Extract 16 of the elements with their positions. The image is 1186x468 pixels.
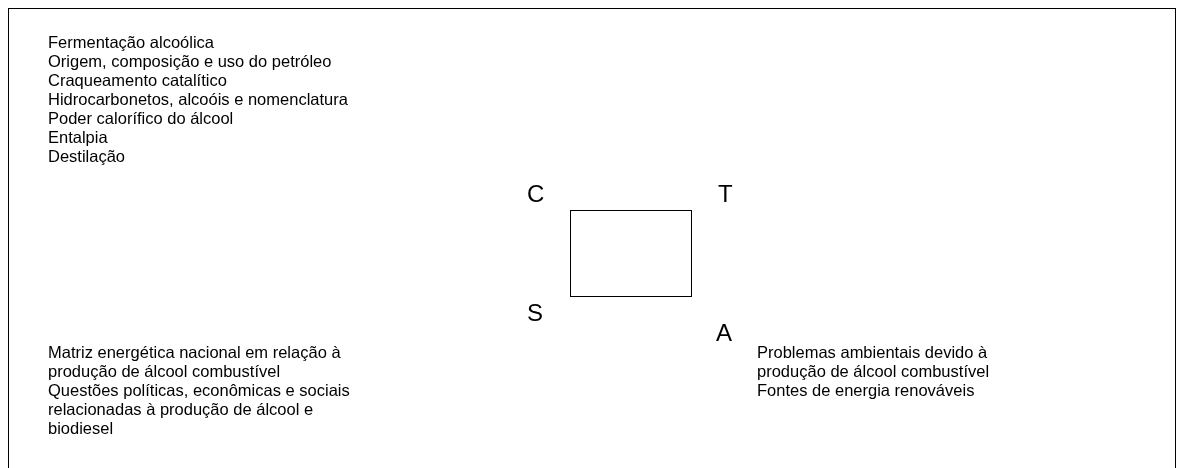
corner-letter: A <box>716 320 732 346</box>
topic-text: Fermentação alcoólica <box>48 33 215 52</box>
topic-text: Matriz energética nacional em relação à produção de álcool combustível <box>48 343 342 381</box>
topic-text: Origem, composição e uso do petróleo <box>48 52 333 71</box>
topic-text: Problemas ambientais devido à produção de álcool combustível <box>757 343 991 381</box>
topic-text: Hidrocarbonetos, alcoóis e nomenclatura <box>48 90 349 109</box>
corner-letter: S <box>527 300 543 326</box>
topic-text: Craqueamento catalítico <box>48 71 228 90</box>
topic-text: Fontes de energia renováveis <box>757 381 976 400</box>
corner-letter: C <box>527 181 545 207</box>
corner-letter: T <box>718 181 733 207</box>
topic-text: Questões políticas, econômicas e sociais relacionadas à produção de álcool e biodiesel <box>48 381 351 438</box>
topic-text: Entalpia <box>48 128 109 147</box>
empty-box <box>570 210 692 297</box>
topic-text: Destilação <box>48 147 127 166</box>
topic-text: Poder calorífico do álcool <box>48 109 235 128</box>
